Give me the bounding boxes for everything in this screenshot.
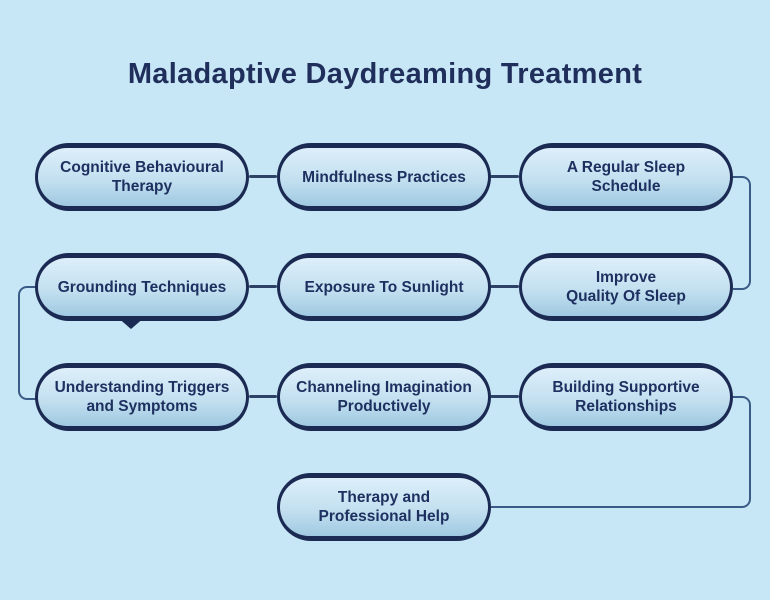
node-building-supportive-relationships: Building Supportive Relationships	[519, 363, 733, 431]
node-inner: Grounding Techniques	[38, 258, 246, 316]
node-label: Understanding Triggers and Symptoms	[54, 379, 230, 415]
node-label: Therapy and Professional Help	[318, 489, 450, 525]
node-channeling-imagination-productively: Channeling Imagination Productively	[277, 363, 491, 431]
node-label: Channeling Imagination Productively	[296, 379, 472, 415]
node-label: Exposure To Sunlight	[304, 278, 464, 296]
node-inner: Channeling Imagination Productively	[280, 368, 488, 426]
connector-row2-left	[249, 285, 277, 288]
node-inner: Cognitive Behavioural Therapy	[38, 148, 246, 206]
connector-grounding-to-understanding	[18, 286, 37, 400]
page-title: Maladaptive Daydreaming Treatment	[127, 58, 643, 90]
node-label: A Regular Sleep Schedule	[566, 159, 686, 195]
connector-building-to-therapy-lower	[490, 450, 751, 508]
node-inner: Improve Quality Of Sleep	[522, 258, 730, 316]
node-label: Mindfulness Practices	[302, 168, 466, 186]
connector-row3-left	[249, 395, 277, 398]
node-grounding-techniques: Grounding Techniques	[35, 253, 249, 321]
node-label: Cognitive Behavioural Therapy	[60, 159, 224, 195]
node-cognitive-behavioural-therapy: Cognitive Behavioural Therapy	[35, 143, 249, 211]
node-inner: Exposure To Sunlight	[280, 258, 488, 316]
down-arrow-icon	[117, 317, 145, 329]
node-inner: A Regular Sleep Schedule	[522, 148, 730, 206]
node-inner: Therapy and Professional Help	[280, 478, 488, 536]
connector-building-to-therapy-upper	[733, 396, 751, 452]
node-label: Grounding Techniques	[57, 278, 227, 296]
node-inner: Understanding Triggers and Symptoms	[38, 368, 246, 426]
node-understanding-triggers-and-symptoms: Understanding Triggers and Symptoms	[35, 363, 249, 431]
node-a-regular-sleep-schedule: A Regular Sleep Schedule	[519, 143, 733, 211]
node-label: Building Supportive Relationships	[552, 379, 700, 415]
connector-row2-right	[490, 285, 519, 288]
connector-row1-right	[490, 175, 519, 178]
connector-sleep-schedule-to-quality	[733, 176, 751, 290]
node-mindfulness-practices: Mindfulness Practices	[277, 143, 491, 211]
node-therapy-and-professional-help: Therapy and Professional Help	[277, 473, 491, 541]
connector-row1-left	[249, 175, 277, 178]
node-inner: Mindfulness Practices	[280, 148, 488, 206]
node-label: Improve Quality Of Sleep	[566, 269, 686, 305]
node-exposure-to-sunlight: Exposure To Sunlight	[277, 253, 491, 321]
node-improve-quality-of-sleep: Improve Quality Of Sleep	[519, 253, 733, 321]
connector-row3-right	[490, 395, 519, 398]
node-inner: Building Supportive Relationships	[522, 368, 730, 426]
